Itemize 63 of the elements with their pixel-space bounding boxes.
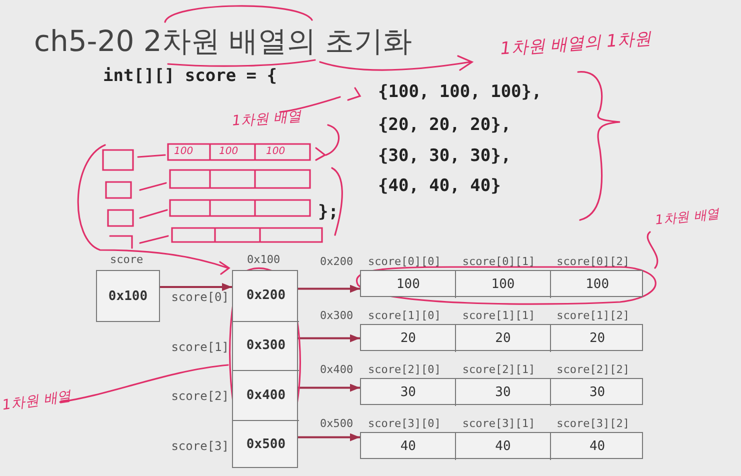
address-cell: 0x300: [233, 320, 299, 370]
handwritten-note: 1차원 배열: [654, 206, 720, 230]
index-label: score[1][0]: [368, 309, 441, 322]
value-cell: 20: [550, 325, 644, 352]
index-label: score[2][2]: [556, 363, 630, 376]
value-cell: 30: [550, 379, 644, 406]
arrow: [298, 334, 360, 342]
value-cell: 40: [361, 433, 456, 460]
code-line: {30, 30, 30},: [378, 146, 512, 166]
address-cell: 0x400: [233, 370, 299, 420]
row-array-box: [360, 324, 643, 351]
handwritten-value: 100: [174, 146, 194, 157]
index-label: score[3][1]: [462, 417, 536, 430]
value-cell: 40: [550, 433, 644, 460]
row-array-box: [360, 432, 643, 459]
value-cell: 30: [361, 379, 456, 406]
variable-label: score: [110, 253, 144, 266]
index-label: score[1]: [171, 340, 229, 354]
index-label: score[0][1]: [462, 255, 536, 268]
code-line: int[][] score = {: [103, 66, 277, 86]
arrow: [298, 284, 360, 293]
value-cell: 100: [455, 271, 550, 298]
address-label: 0x400: [320, 363, 354, 376]
handwritten-value: 100: [219, 146, 238, 157]
value-cell: 100: [550, 271, 644, 298]
value-cell: 100: [361, 271, 456, 298]
index-label: score[0]: [171, 290, 229, 304]
index-label: score[1][1]: [462, 309, 536, 322]
index-label: score[2][0]: [368, 363, 441, 376]
index-label: score[3][0]: [368, 417, 441, 430]
arrow: [298, 384, 360, 392]
code-line: {40, 40, 40}: [378, 176, 501, 196]
address-label: 0x500: [320, 417, 354, 430]
index-label: score[2]: [171, 389, 229, 403]
handwritten-value: 100: [266, 146, 286, 157]
address-cell: 0x500: [233, 420, 299, 469]
code-line: };: [318, 202, 338, 222]
row-array-box: [360, 270, 643, 297]
index-label: score[3][2]: [556, 417, 630, 430]
handwritten-note: 1차원 배열: [231, 108, 302, 130]
value-cell: 20: [455, 325, 550, 352]
array-box: [232, 270, 298, 468]
index-label: score[0][2]: [556, 255, 630, 268]
index-label: score[0][0]: [368, 255, 441, 268]
code-line: {100, 100, 100},: [378, 82, 542, 102]
handwritten-note: 1차원 배열: [1, 387, 72, 415]
row-array-box: [360, 378, 643, 405]
title: ch5-20 2차원 배열의 초기화: [34, 23, 412, 60]
address-cell: 0x200: [233, 271, 299, 320]
arrow: [160, 283, 232, 291]
address-label: 0x300: [320, 309, 354, 322]
value-cell: 20: [361, 325, 456, 352]
index-label: score[1][2]: [556, 309, 630, 322]
code-line: {20, 20, 20},: [378, 115, 512, 135]
address-label: 0x200: [320, 255, 354, 268]
value-cell: 40: [455, 433, 550, 460]
handwritten-note: 1차원 배열의 1차원: [499, 28, 652, 60]
index-label: score[3]: [171, 438, 229, 452]
reference-box: 0x100: [96, 270, 160, 322]
index-label: score[2][1]: [462, 363, 536, 376]
address-label: 0x100: [247, 253, 280, 266]
value-cell: 30: [455, 379, 550, 406]
arrow: [298, 433, 360, 442]
